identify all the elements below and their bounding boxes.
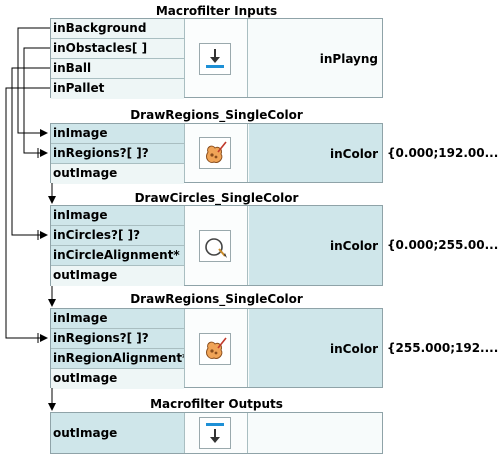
filter1-param-cell[interactable]: inColor: [249, 124, 382, 182]
filter1-port-out-image[interactable]: outImage: [51, 164, 184, 184]
filter2-port-out-image[interactable]: outImage: [51, 266, 184, 286]
wire-background-to-filter1-image: [17, 27, 50, 137]
param-in-playng: inPlayng: [319, 52, 378, 66]
input-arrow-icon: [199, 43, 231, 75]
filter3-title: DrawRegions_SingleColor: [130, 292, 303, 306]
filter2-param-cell[interactable]: inColor: [249, 206, 382, 285]
filter2-color-value: {0.000;255.00...: [387, 238, 499, 252]
paint-palette-icon: [199, 333, 231, 365]
draw-circle-icon: [199, 230, 231, 262]
macrofilter-inputs-block[interactable]: inBackground inObstacles[ ] inBall inPal…: [50, 18, 383, 99]
port-in-pallet[interactable]: inPallet: [51, 79, 184, 99]
filter2-port-in-circle-alignment[interactable]: inCircleAlignment*: [51, 246, 184, 266]
filter1-port-in-regions[interactable]: inRegions?[ ]?: [51, 144, 184, 164]
filter1-color-value: {0.000;192.00...: [387, 146, 499, 160]
port-in-ball[interactable]: inBall: [51, 59, 184, 79]
output-arrow-icon: [199, 417, 231, 449]
filter1-port-in-image[interactable]: inImage: [51, 124, 184, 144]
filter3-icon-cell: [184, 309, 248, 387]
filter1-block[interactable]: inImage inRegions?[ ]? outImage inColor: [50, 123, 383, 184]
filter2-block[interactable]: inImage inCircles?[ ]? inCircleAlignment…: [50, 205, 383, 286]
outputs-icon-cell: [184, 413, 248, 453]
wire-ball-to-filter2-circles: [11, 67, 50, 239]
filter1-title: DrawRegions_SingleColor: [130, 108, 303, 122]
outputs-title: Macrofilter Outputs: [150, 397, 283, 411]
outputs-port-out-image[interactable]: outImage: [51, 413, 184, 453]
inputs-param-cell: inPlayng: [249, 19, 382, 97]
filter3-param-cell[interactable]: inColor: [249, 309, 382, 387]
inputs-icon-cell: [184, 19, 248, 97]
wire-obstacles-to-filter1-regions: [23, 47, 50, 157]
inputs-title: Macrofilter Inputs: [155, 4, 278, 18]
filter3-param-in-color: inColor: [330, 342, 378, 356]
filter2-param-in-color: inColor: [330, 239, 378, 253]
filter2-port-in-circles[interactable]: inCircles?[ ]?: [51, 226, 184, 246]
filter2-port-in-image[interactable]: inImage: [51, 206, 184, 226]
filter3-port-in-regions[interactable]: inRegions?[ ]?: [51, 329, 184, 349]
filter3-block[interactable]: inImage inRegions?[ ]? inRegionAlignment…: [50, 308, 383, 389]
macrofilter-outputs-block[interactable]: outImage: [50, 412, 383, 454]
filter3-port-in-region-alignment[interactable]: inRegionAlignment*: [51, 349, 188, 369]
filter3-port-out-image[interactable]: outImage: [51, 369, 184, 389]
filter3-color-value: {255.000;192....: [387, 341, 499, 355]
port-in-obstacles[interactable]: inObstacles[ ]: [51, 39, 184, 59]
paint-palette-icon: [199, 137, 231, 169]
filter1-param-in-color: inColor: [330, 147, 378, 161]
filter1-icon-cell: [184, 124, 248, 182]
filter2-icon-cell: [184, 206, 248, 285]
filter2-title: DrawCircles_SingleColor: [134, 191, 299, 205]
wire-pallet-to-filter3-regions: [5, 87, 50, 342]
port-in-background[interactable]: inBackground: [51, 19, 184, 39]
filter3-port-in-image[interactable]: inImage: [51, 309, 184, 329]
outputs-param-cell: [249, 413, 382, 453]
